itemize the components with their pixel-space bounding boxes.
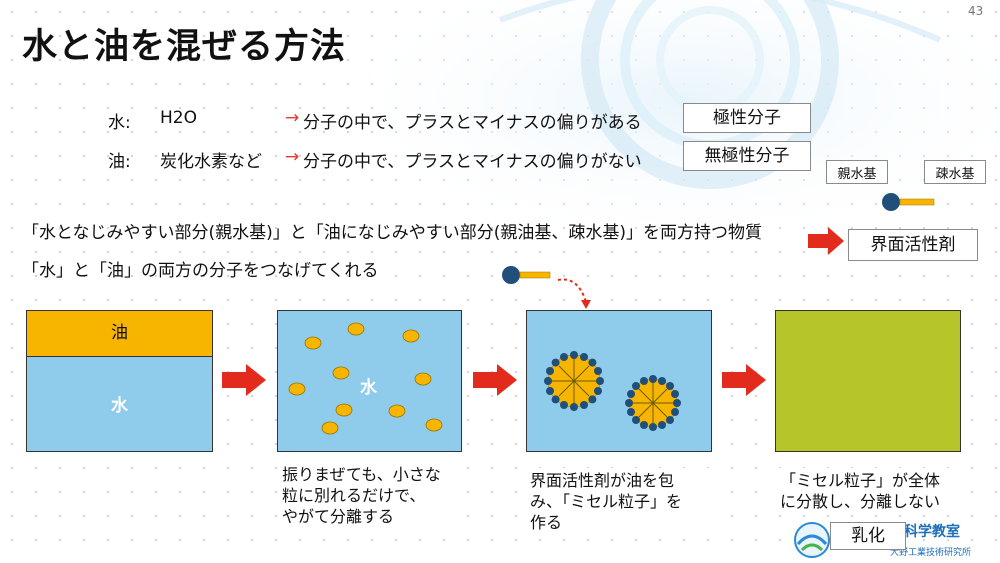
water-description: 分子の中で、プラスとマイナスの偏りがある	[303, 113, 642, 133]
right-arrow-icon	[222, 364, 266, 396]
arrow-icon: →	[285, 108, 300, 128]
right-arrow-icon	[722, 364, 766, 396]
water-formula: H2O	[160, 108, 197, 128]
description-line-2: 「水」と「油」の両方の分子をつなげてくれる	[22, 261, 379, 281]
emulsion-label-box: 乳化	[830, 522, 906, 550]
caption-separation: 振りまぜても、小さな 粒に別れるだけで、 やがて分離する	[278, 462, 466, 529]
right-arrow-icon	[808, 227, 844, 255]
oil-droplets	[288, 322, 443, 435]
arrow-icon: →	[285, 147, 300, 167]
oil-description: 分子の中で、プラスとマイナスの偏りがない	[303, 152, 642, 172]
right-arrow-icon	[473, 364, 517, 396]
caption-micelle: 界面活性剤が油を包 み、「ミセル粒子」を 作る	[526, 468, 716, 535]
emulsion-panel	[775, 310, 961, 452]
micelle-particles	[544, 351, 681, 431]
separated-panel: 油 水	[26, 310, 213, 452]
logo-subtext: 大野工業技術研究所	[890, 548, 972, 558]
logo-text: 科学教室	[904, 524, 960, 540]
hydrophilic-label: 親水基	[826, 160, 888, 184]
logo-icon	[794, 522, 830, 558]
surfactant-molecule-icon	[882, 193, 935, 211]
page-number: 43	[968, 4, 984, 18]
surfactant-box: 界面活性剤	[848, 229, 978, 261]
oil-formula: 炭化水素など	[160, 152, 262, 172]
water-layer-label: 水	[111, 396, 128, 416]
water-label-2: 水	[360, 378, 377, 398]
description-line-1: 「水となじみやすい部分(親水基)」と「油になじみやすい部分(親油基、疎水基)」を…	[22, 223, 763, 243]
caption-dispersion: 「ミセル粒子」が全体 に分散し、分離しない	[776, 468, 966, 514]
polar-molecule-box: 極性分子	[683, 103, 811, 133]
hydrophobic-label: 疎水基	[924, 160, 986, 184]
oil-label: 油:	[108, 152, 131, 172]
droplets-panel: 水	[277, 310, 462, 452]
background-decoration	[380, 0, 1000, 250]
water-label: 水:	[108, 113, 131, 133]
page-title: 水と油を混ぜる方法	[22, 27, 347, 67]
micelle-panel	[526, 310, 712, 452]
nonpolar-molecule-box: 無極性分子	[683, 141, 811, 171]
surfactant-molecule-icon	[502, 266, 591, 309]
oil-layer: 油	[27, 311, 212, 357]
